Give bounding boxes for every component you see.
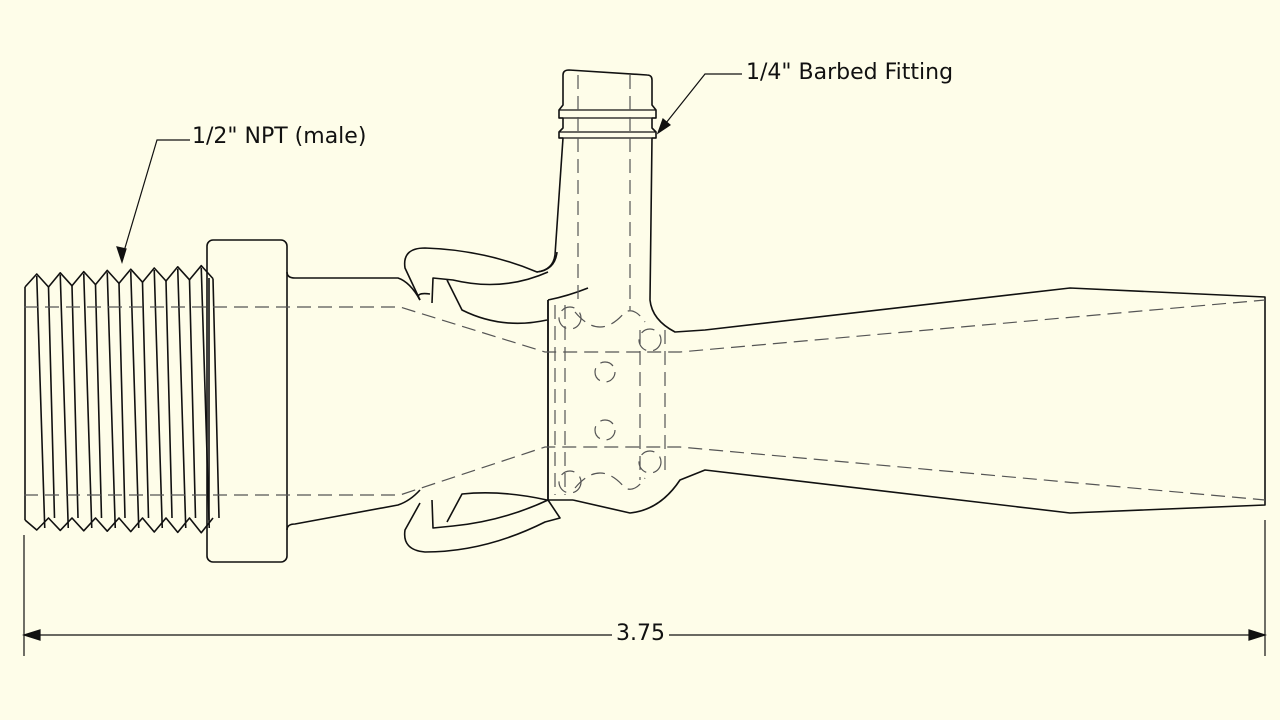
thread-line [129,271,150,529]
leaders [116,73,742,264]
threaded-section [24,264,220,534]
arrowhead-icon [116,246,127,264]
clip-top [403,247,558,500]
thread-profile [24,264,214,288]
body-outline [286,271,421,531]
dimension-line [21,520,1268,656]
thread-line [176,268,197,529]
thread-end [24,278,210,520]
thread-line [106,272,126,529]
arrowhead-icon [1248,629,1268,641]
barb-callout-label: 1/4" Barbed Fitting [746,60,954,85]
thread-line [153,269,173,529]
hex-nut [206,239,288,563]
socket-block [547,287,589,501]
thread-line [59,274,79,529]
hidden-lines [24,75,1266,501]
thread-line [82,273,103,529]
thread-line [200,267,220,529]
clip-bottom [403,492,561,553]
arrowhead-icon [21,629,41,641]
thread-profile [24,517,214,534]
thread-line [35,275,56,529]
barb-fitting [536,69,1266,514]
arrowhead-icon [656,117,671,135]
overall-length-dimension: 3.75 [612,621,669,646]
npt-callout-label: 1/2" NPT (male) [192,124,367,149]
